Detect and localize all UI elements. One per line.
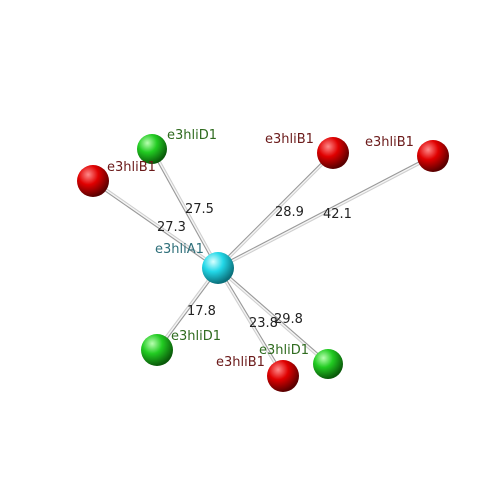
center-node-label: e3hliA1 bbox=[155, 242, 204, 257]
edge-line bbox=[150, 149, 218, 269]
edge-distance-label: 42.1 bbox=[323, 207, 352, 222]
node-label: e3hliD1 bbox=[259, 343, 309, 358]
edge-5 bbox=[155, 266, 220, 352]
edge-layer bbox=[91, 148, 434, 377]
edge-6 bbox=[216, 267, 285, 377]
node-red-sphere[interactable] bbox=[417, 140, 449, 172]
edge-distance-label: 27.3 bbox=[157, 220, 186, 235]
edge-line bbox=[156, 267, 219, 351]
edge-distance-label: 27.5 bbox=[185, 202, 214, 217]
node-red-sphere[interactable] bbox=[77, 165, 109, 197]
edge-distance-label: 29.8 bbox=[274, 312, 303, 327]
edge-line bbox=[91, 181, 218, 270]
node-red-sphere[interactable] bbox=[317, 137, 349, 169]
edge-line bbox=[155, 266, 218, 350]
edge-7 bbox=[216, 266, 330, 366]
edge-line bbox=[217, 154, 433, 268]
edge-line bbox=[216, 151, 333, 268]
node-green-sphere[interactable] bbox=[137, 134, 167, 164]
node-label: e3hliD1 bbox=[167, 128, 217, 143]
node-green-sphere[interactable] bbox=[313, 349, 343, 379]
node-label: e3hliB1 bbox=[216, 355, 265, 370]
edge-line bbox=[218, 156, 434, 270]
edge-line bbox=[152, 148, 220, 268]
edge-2 bbox=[91, 179, 220, 270]
edge-line bbox=[216, 268, 283, 377]
edge-line bbox=[92, 180, 219, 269]
edge-line bbox=[157, 268, 220, 352]
edge-line bbox=[218, 267, 285, 376]
edge-line bbox=[217, 267, 329, 365]
edge-line bbox=[93, 179, 220, 268]
edge-distance-label: 17.8 bbox=[187, 304, 216, 319]
node-label: e3hliB1 bbox=[107, 160, 156, 175]
edge-distance-label: 28.9 bbox=[275, 205, 304, 220]
node-label: e3hliB1 bbox=[365, 135, 414, 150]
edge-line bbox=[218, 266, 330, 364]
edge-4 bbox=[217, 154, 434, 270]
edge-line bbox=[216, 268, 328, 366]
edge-line bbox=[151, 148, 219, 269]
edge-line bbox=[217, 155, 434, 269]
node-label: e3hliD1 bbox=[171, 329, 221, 344]
node-green-sphere[interactable] bbox=[141, 334, 173, 366]
edge-line bbox=[217, 267, 284, 377]
node-layer bbox=[77, 134, 449, 392]
edge-line bbox=[218, 153, 335, 270]
node-red-sphere[interactable] bbox=[267, 360, 299, 392]
edge-distance-label: 23.8 bbox=[249, 316, 278, 331]
node-label: e3hliB1 bbox=[265, 132, 314, 147]
edge-3 bbox=[216, 151, 335, 270]
edge-line bbox=[217, 152, 334, 269]
center-node-sphere[interactable] bbox=[202, 252, 234, 284]
edge-1 bbox=[150, 148, 220, 269]
